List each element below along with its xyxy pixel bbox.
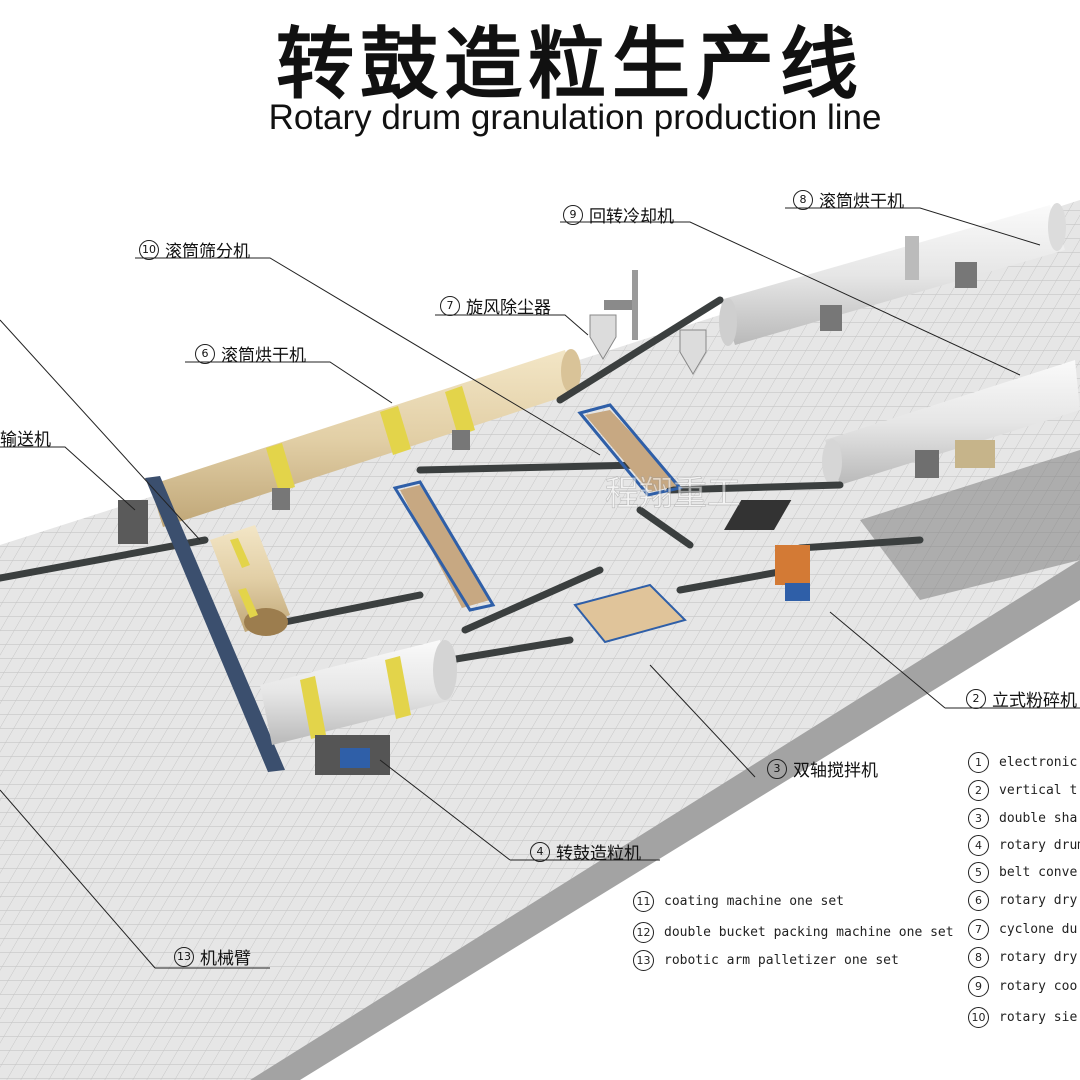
legend-number: 12 — [633, 922, 654, 943]
inclined-elevator — [118, 476, 285, 772]
leader-lines — [0, 207, 1080, 969]
legend-text: double bucket packing machine one set — [664, 925, 954, 940]
callout-label: 机械臂 — [200, 949, 251, 969]
callout-label: 旋风除尘器 — [466, 298, 551, 318]
callout-number: 9 — [563, 204, 583, 225]
callout-label: 输送机 — [0, 430, 51, 450]
legend-text: belt conve — [999, 865, 1078, 880]
callout-rotary-dryer-8: 8 滚筒烘干机 — [793, 187, 904, 212]
callout-double-shaft-mixer: 3 双轴搅拌机 — [767, 756, 878, 781]
callout-number: 2 — [966, 688, 986, 709]
callout-label: 滚筒烘干机 — [221, 346, 306, 366]
callout-drum-granulator: 4 转鼓造粒机 — [530, 839, 641, 864]
callout-cyclone: 7 旋风除尘器 — [440, 293, 551, 318]
floor-platform — [0, 200, 1080, 1080]
legend-item: 1 electronic — [968, 752, 1077, 773]
rotary-screener-10 — [392, 403, 683, 612]
callout-label: 立式粉碎机 — [992, 691, 1077, 711]
callout-number: 3 — [767, 758, 787, 779]
legend-text: rotary dry — [999, 893, 1078, 908]
callout-vertical-crusher: 2 立式粉碎机 — [966, 686, 1077, 711]
legend-text: rotary drum — [999, 838, 1080, 853]
coating-machine — [210, 525, 290, 636]
cyclone-dust-collector — [589, 270, 707, 375]
watermark-text: 程翔重工 — [605, 474, 741, 514]
legend-text: coating machine one set — [664, 894, 845, 909]
legend-item: 10 rotary sie — [968, 1007, 1077, 1028]
legend-text: robotic arm palletizer one set — [664, 953, 899, 968]
rotary-dryer-6 — [150, 349, 581, 527]
legend-number: 4 — [968, 835, 989, 856]
legend-item: 7 cyclone du — [968, 919, 1077, 940]
legend-text: rotary sie — [999, 1010, 1078, 1025]
callout-number: 8 — [793, 189, 813, 210]
callout-label: 滚筒筛分机 — [165, 242, 250, 262]
legend-text: electronic — [999, 755, 1078, 770]
legend-number: 13 — [633, 950, 654, 971]
callout-rotary-cooler: 9 回转冷却机 — [563, 202, 674, 227]
legend-text: vertical t — [999, 783, 1078, 798]
legend-text: double sha — [999, 811, 1078, 826]
belt-conveyors — [0, 296, 924, 664]
legend-number: 5 — [968, 862, 989, 883]
legend-number: 11 — [633, 891, 654, 912]
callout-label: 双轴搅拌机 — [793, 761, 878, 781]
callout-rotary-screener: 10 滚筒筛分机 — [139, 237, 250, 262]
legend-number: 1 — [968, 752, 989, 773]
legend-item: 6 rotary dry — [968, 890, 1077, 911]
legend-number: 8 — [968, 947, 989, 968]
callout-number: 7 — [440, 295, 460, 316]
legend-right: 1 electronic 2 vertical t 3 double sha 4… — [968, 748, 1080, 1038]
callout-robotic-arm: 13 机械臂 — [174, 944, 251, 969]
vertical-crusher — [775, 545, 810, 601]
legend-number: 9 — [968, 976, 989, 997]
callout-number: 10 — [139, 239, 159, 260]
legend-text: cyclone du — [999, 922, 1078, 937]
legend-item: 2 vertical t — [968, 780, 1077, 801]
legend-text: rotary dry — [999, 950, 1078, 965]
rotary-cooler-9 — [822, 360, 1080, 485]
legend-item: 12 double bucket packing machine one set — [633, 922, 954, 943]
callout-label: 转鼓造粒机 — [556, 844, 641, 864]
callout-number: 6 — [195, 343, 215, 364]
callout-number: 13 — [174, 946, 194, 967]
callout-label: 滚筒烘干机 — [819, 192, 904, 212]
rotary-drum-granulator — [260, 640, 457, 775]
callout-number: 4 — [530, 841, 550, 862]
legend-number: 3 — [968, 808, 989, 829]
legend-item: 8 rotary dry — [968, 947, 1077, 968]
legend-item: 11 coating machine one set — [633, 891, 844, 912]
legend-number: 10 — [968, 1007, 989, 1028]
double-shaft-mixer — [573, 583, 687, 644]
legend-number: 6 — [968, 890, 989, 911]
legend-item: 4 rotary drum — [968, 835, 1080, 856]
page-title-chinese: 转鼓造粒生产线 — [275, 20, 864, 110]
legend-text: rotary coo — [999, 979, 1078, 994]
legend-item: 13 robotic arm palletizer one set — [633, 950, 899, 971]
legend-item: 9 rotary coo — [968, 976, 1077, 997]
callout-label: 回转冷却机 — [589, 207, 674, 227]
callout-conveyor: 输送机 — [0, 425, 51, 450]
legend-item: 5 belt conve — [968, 862, 1077, 883]
page-title-english: Rotary drum granulation production line — [268, 98, 882, 137]
legend-item: 3 double sha — [968, 808, 1077, 829]
callout-rotary-dryer-6: 6 滚筒烘干机 — [195, 341, 306, 366]
legend-number: 7 — [968, 919, 989, 940]
rotary-dryer-8 — [719, 203, 1066, 346]
legend-number: 2 — [968, 780, 989, 801]
